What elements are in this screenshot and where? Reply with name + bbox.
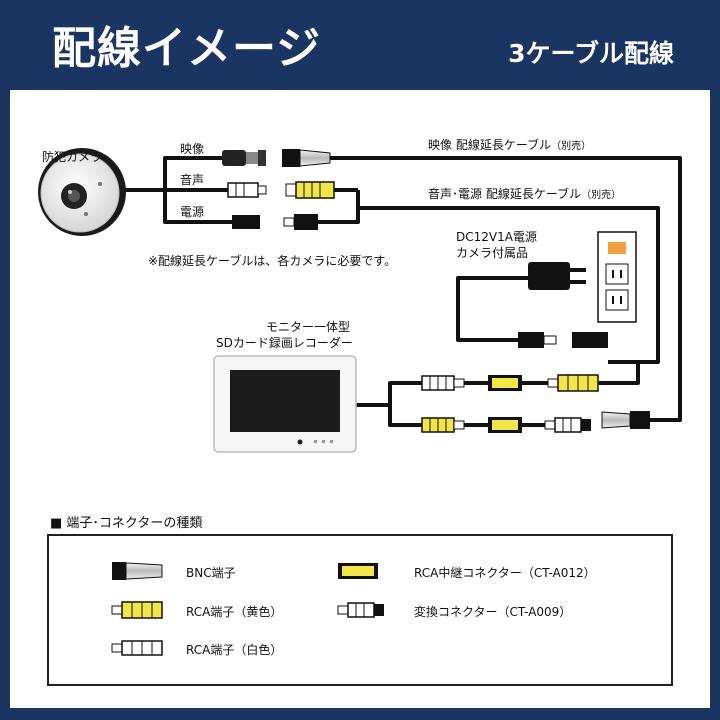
video-cable <box>330 156 682 422</box>
legend-conversion-icon <box>337 602 384 618</box>
video-cable-end-bnc-connector <box>601 411 650 429</box>
conversion-connector <box>544 417 591 433</box>
legend-rca-yellow-icon <box>111 601 163 619</box>
video-relay-connector <box>488 417 522 433</box>
page-subtitle: 3ケーブル配線 <box>508 39 674 68</box>
dc-power-sub-label: カメラ付属品 <box>456 246 529 260</box>
audio-power-cable <box>356 190 660 364</box>
legend-rca-white-icon <box>111 640 163 656</box>
cable-note: ※配線延長ケーブルは、各カメラに必要です。 <box>148 254 397 268</box>
audio-relay-connector-1 <box>488 375 522 391</box>
legend-label-rca-relay: RCA中継コネクター（CT-A012） <box>414 566 596 580</box>
header-bar: 配線イメージ 3ケーブル配線 <box>0 0 720 90</box>
legend-label-conversion: 変換コネクター（CT-A009） <box>414 605 572 619</box>
monitor-recorder-icon <box>213 355 357 453</box>
camera-power-wire <box>163 190 232 224</box>
recorder-video-wire <box>388 405 422 427</box>
monitor-label-line1: モニター一体型 <box>266 320 351 334</box>
dc-power-label: DC12V1A電源 <box>456 230 537 244</box>
cables <box>122 156 682 427</box>
audio-cable-rca-yellow-connector <box>285 181 335 199</box>
camera-icon <box>38 148 126 236</box>
camera-video-bnc-connector <box>222 150 266 166</box>
legend-rca-relay-icon <box>338 563 378 579</box>
power-cable-branch <box>318 208 360 224</box>
page-title: 配線イメージ <box>52 23 322 74</box>
audio-power-cable-label: 音声･電源 配線延長ケーブル（別売） <box>428 187 622 201</box>
power-label: 電源 <box>180 205 205 219</box>
legend-label-rca-white: RCA端子（白色） <box>186 643 283 657</box>
dc-jack-connector <box>572 332 608 348</box>
video-cable-bnc-connector <box>282 149 331 167</box>
audio-to-recorder <box>598 362 640 385</box>
audio-power-cable-note: （別売） <box>581 190 622 201</box>
legend-label-bnc: BNC端子 <box>186 566 236 580</box>
dc-adapter-cable <box>456 276 570 342</box>
recorder-audio-rca-white-connector <box>421 375 465 391</box>
video-cable-label: 映像 配線延長ケーブル（別売） <box>428 138 592 152</box>
camera-audio-rca-white-connector <box>227 182 267 198</box>
monitor-label-line2: SDカード録画レコーダー <box>216 336 353 350</box>
video-cable-note: （別売） <box>551 141 592 152</box>
camera-label: 防犯カメラ <box>42 150 103 164</box>
dc-adapter-icon <box>528 262 586 290</box>
dc-plug-connector <box>518 332 557 348</box>
video-label: 映像 <box>180 142 205 156</box>
legend-title: ■ 端子･コネクターの種類 <box>50 516 203 531</box>
audio-cable-end-yellow-connector <box>547 374 599 392</box>
camera-video-wire <box>163 156 228 190</box>
legend-label-rca-yellow: RCA端子（黄色） <box>186 605 283 619</box>
recorder-video-rca-yellow-connector <box>421 417 465 433</box>
wall-outlet-icon <box>597 231 637 323</box>
legend-bnc-icon <box>112 562 163 580</box>
camera-power-plug <box>232 215 260 229</box>
power-cable-jack <box>283 214 318 230</box>
recorder-audio-wire <box>388 381 422 405</box>
legend-box <box>47 534 673 686</box>
audio-label: 音声 <box>180 173 205 187</box>
